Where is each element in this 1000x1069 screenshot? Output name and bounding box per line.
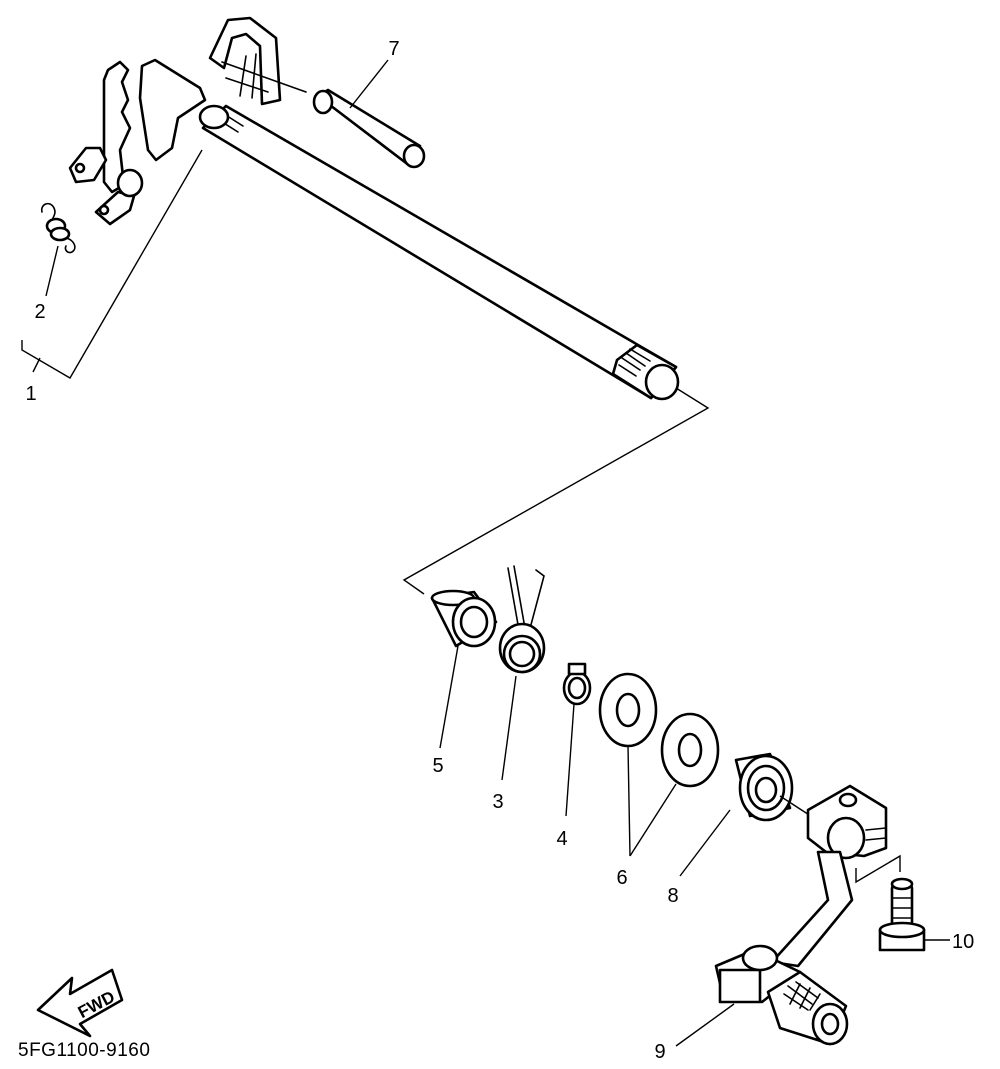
spline-marks [618, 348, 651, 377]
part-3-torsion-spring [498, 565, 546, 781]
part-9-shift-pedal [675, 784, 888, 1047]
callout-2: 2 [34, 301, 45, 323]
part-7-pin [312, 59, 426, 169]
callout-9: 9 [654, 1041, 665, 1063]
callout-7: 7 [388, 38, 399, 60]
callout-3: 3 [492, 791, 503, 813]
part-4-circlip [562, 662, 592, 817]
part-1-shift-shaft [21, 16, 680, 401]
callout-10: 10 [952, 931, 974, 953]
part-10-bolt [855, 854, 950, 952]
part-8-oil-seal [679, 752, 821, 877]
callout-6: 6 [616, 867, 627, 889]
fwd-arrow-icon: FWD [36, 968, 124, 1038]
shaft-to-collar-line [402, 387, 710, 595]
diagram-code: 5FG1100-9160 [18, 1040, 150, 1061]
callout-1: 1 [25, 383, 36, 405]
callout-8: 8 [667, 885, 678, 907]
part-6-washers [598, 672, 720, 857]
knurl-pattern [783, 981, 821, 1011]
part-2-spring [40, 202, 76, 297]
part-5-collar [430, 589, 498, 749]
callout-5: 5 [432, 755, 443, 777]
callout-4: 4 [556, 828, 567, 850]
